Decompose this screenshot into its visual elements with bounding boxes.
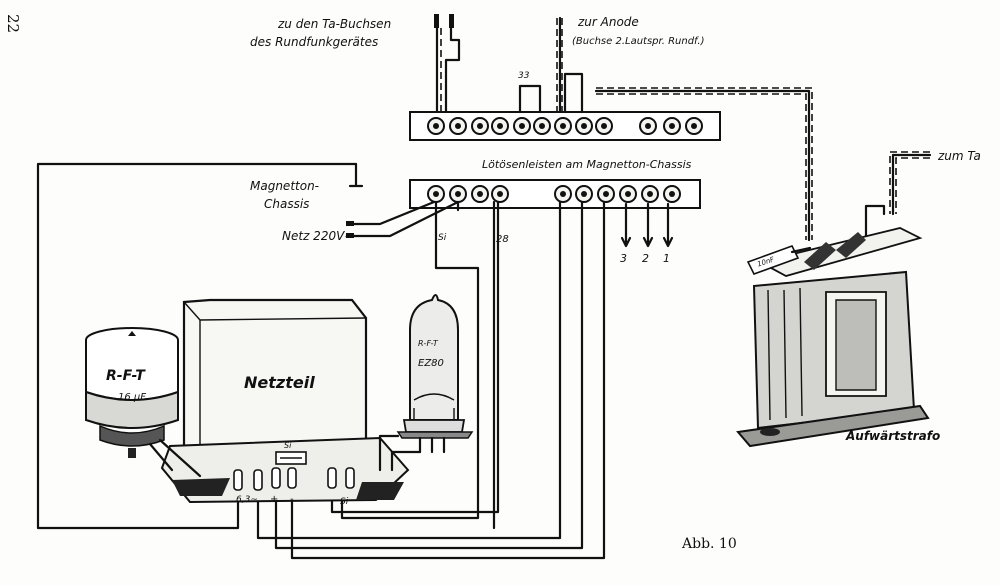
output-terminals [620, 202, 674, 248]
jumper-anode [563, 72, 584, 114]
fuse-label-right: Si [340, 497, 349, 507]
anode-label-2: (Buchse 2.Lautspr. Rundf.) [572, 36, 704, 47]
mains-text: Netz 220V~ [282, 229, 354, 243]
rectifier-tube-ez80 [396, 294, 474, 454]
chassis-label-1: Magnetton- [250, 179, 319, 193]
page-number: 22 [4, 14, 22, 33]
ta-sockets-label-1: zu den Ta-Buchsen [277, 17, 391, 31]
capacitor-16uf [85, 327, 179, 458]
tube-wires [378, 434, 422, 472]
wiring-runs [36, 87, 932, 560]
fuse-label-top: Si [284, 441, 292, 450]
chassis-label-2: Chassis [264, 197, 309, 211]
terminal-28-label: 28 [496, 234, 509, 245]
anode-label-1: zur Anode [577, 15, 639, 29]
mains-plug-pin-2 [346, 233, 354, 238]
anode-cable [556, 16, 563, 114]
term-63-label: 6,3~ [236, 495, 258, 505]
figure-caption: Abb. 10 [681, 536, 737, 552]
ta-sockets-label-2: des Rundfunkgerätes [250, 35, 378, 49]
to-ta-label: zum Ta [937, 149, 981, 163]
ta-plug-icon [434, 14, 461, 114]
terminal-1-label: 1 [663, 252, 670, 265]
upper-lug-strip [409, 111, 721, 141]
transformer-label: Aufwärtstrafo [845, 429, 940, 443]
terminal-2-label: 2 [642, 252, 649, 265]
term-plus-label: + [270, 494, 278, 505]
capacitor-brand: R-F-T [106, 368, 146, 384]
strip-si-label: Si [438, 233, 447, 243]
strip-caption: Lötösenleisten am Magnetton-Chassis [482, 158, 692, 171]
capacitor-wires [148, 438, 202, 478]
capacitor-value: 16 µF [118, 392, 146, 403]
terminal-3-label: 3 [620, 252, 627, 265]
jumper-33 [518, 84, 542, 114]
tube-type: EZ80 [418, 358, 444, 369]
ground-icon [348, 162, 364, 188]
step-up-transformer [736, 227, 930, 448]
mains-plug-pin-1 [346, 221, 354, 226]
term-minus-label: - [290, 494, 294, 505]
power-unit-label: Netzteil [244, 373, 315, 392]
terminal-33-label: 33 [518, 71, 530, 81]
power-unit-box [160, 298, 410, 504]
tube-brand: R-F-T [418, 339, 439, 348]
